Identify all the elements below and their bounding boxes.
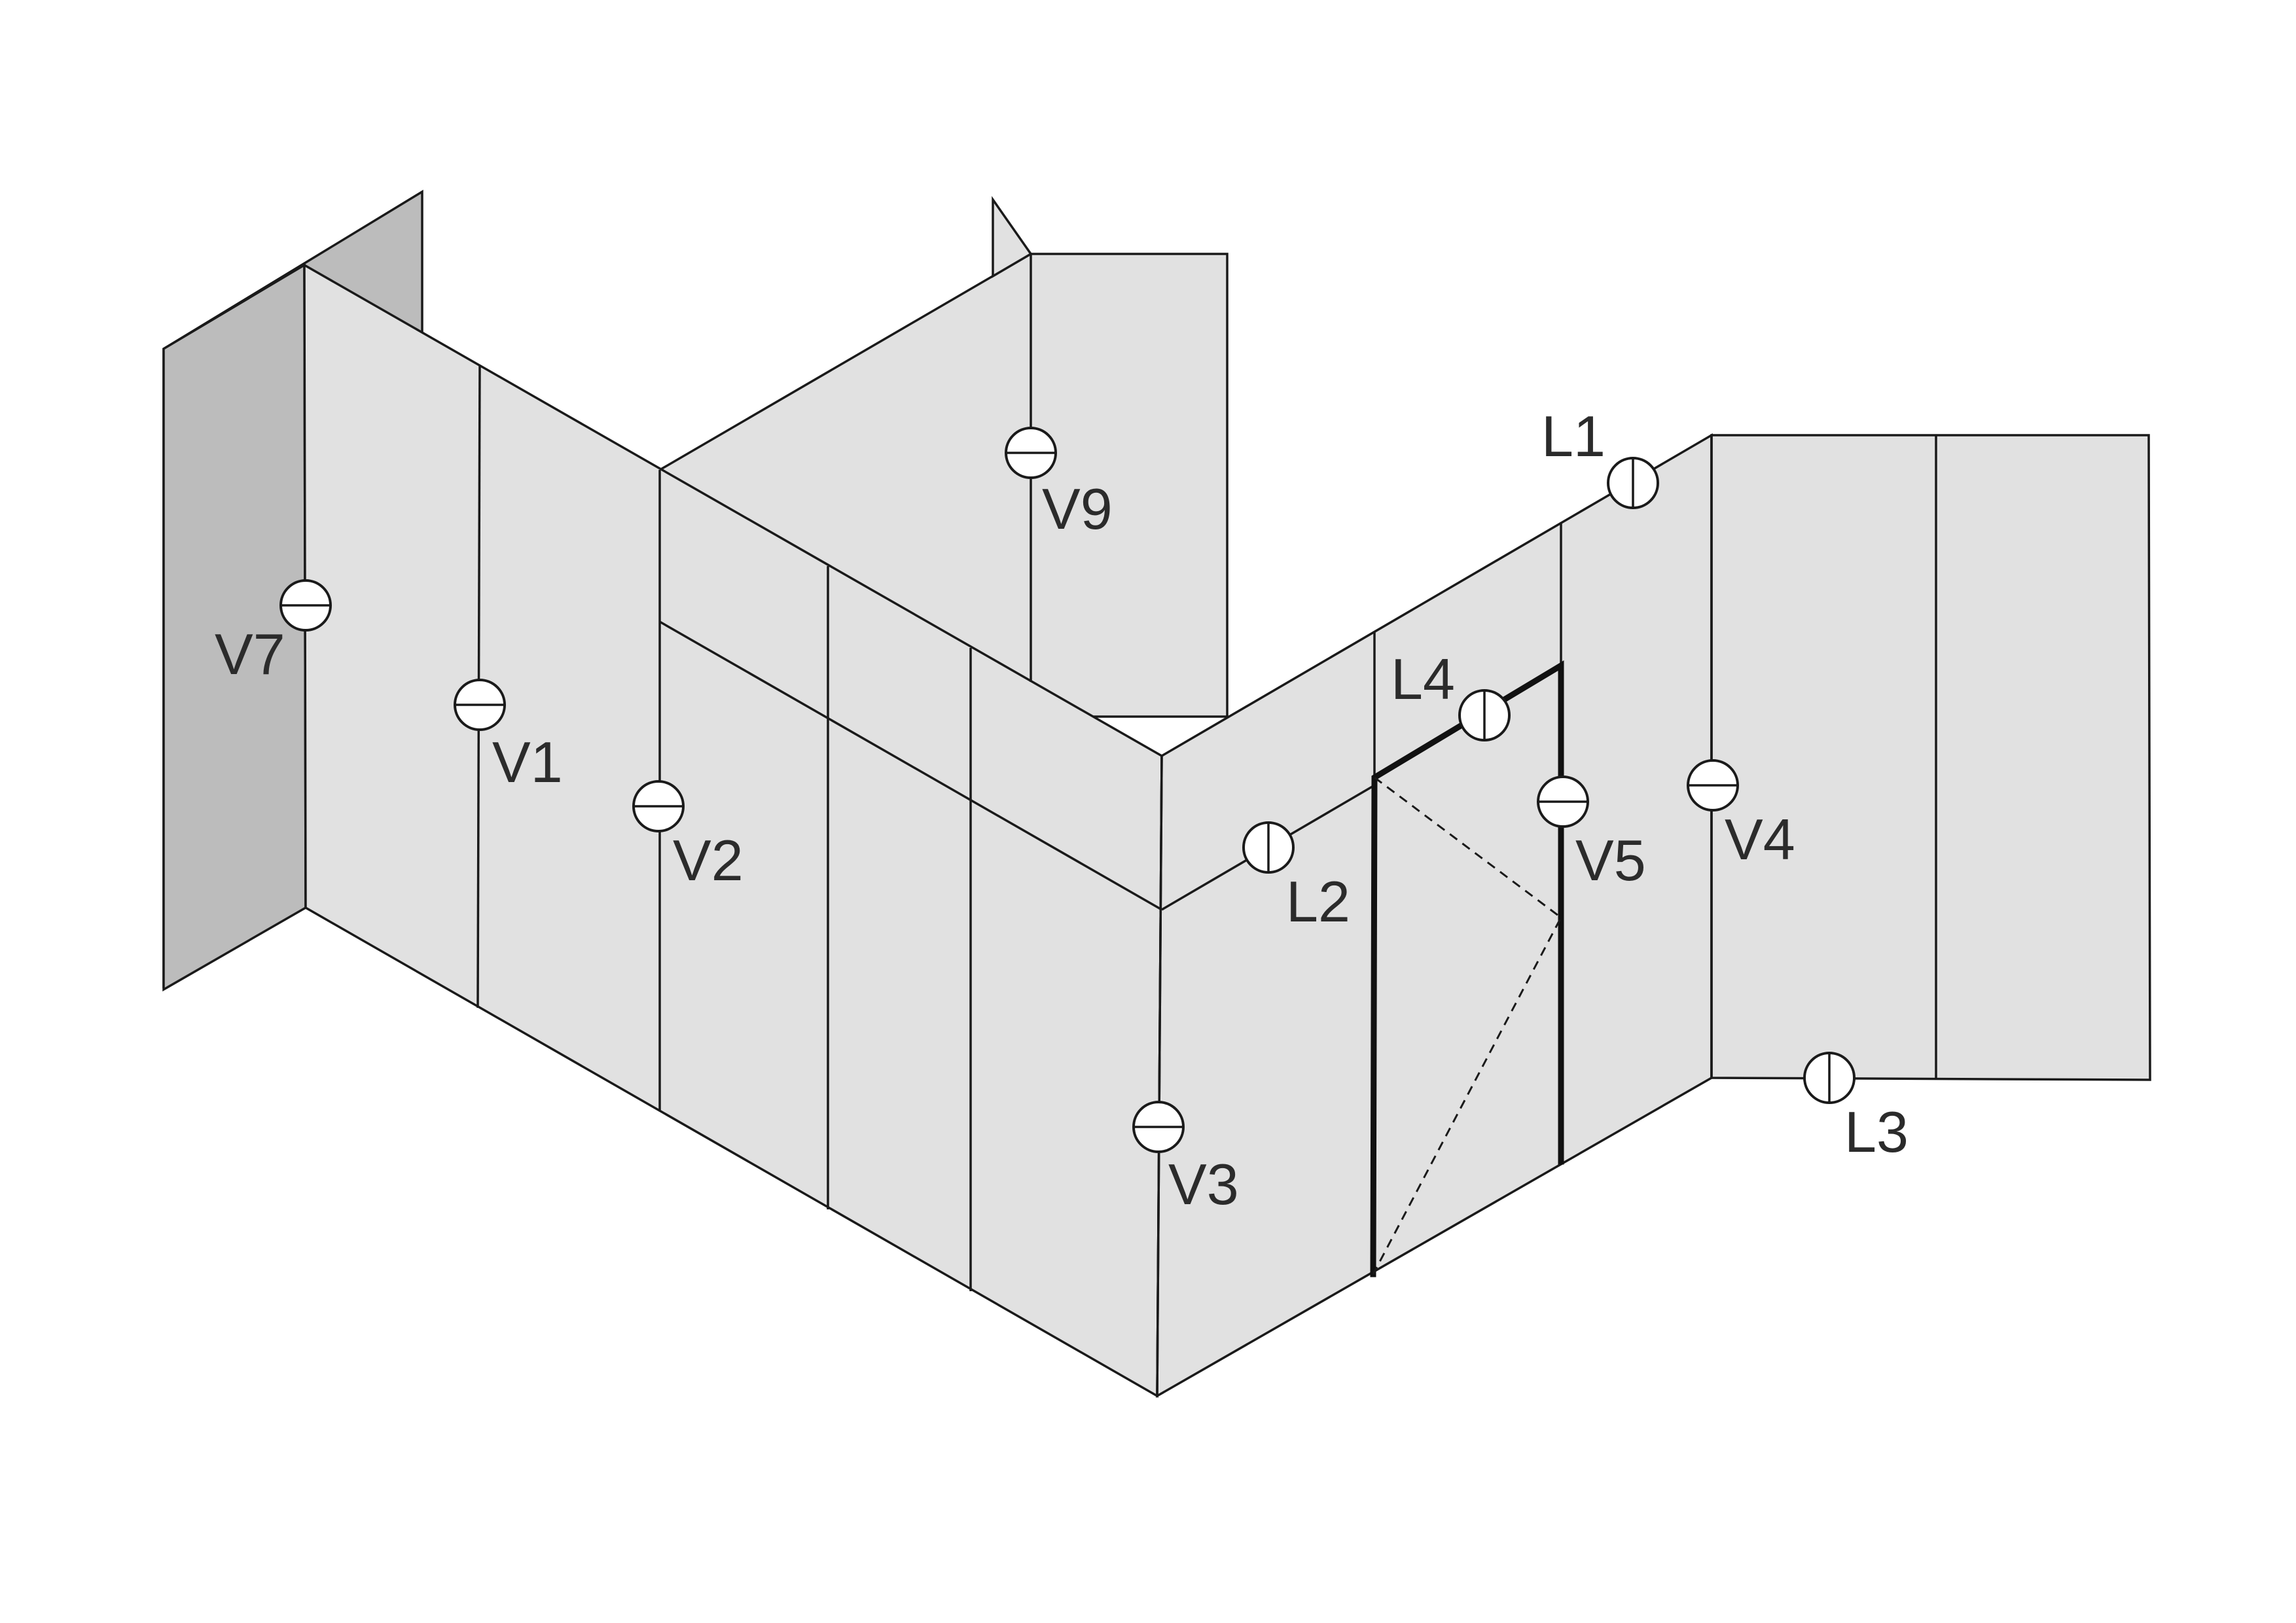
marker-v9: V9 xyxy=(1005,427,1113,541)
marker-label: V2 xyxy=(673,828,744,893)
marker-label: V1 xyxy=(492,730,563,794)
marker-v4: V4 xyxy=(1687,759,1795,872)
marker-label: V3 xyxy=(1168,1152,1239,1217)
marker-label: L2 xyxy=(1286,869,1350,934)
right-angled-wall xyxy=(1156,433,1713,1399)
marker-label: V9 xyxy=(1042,476,1113,541)
marker-l4: L4 xyxy=(1391,647,1511,741)
horizontal-rail xyxy=(659,620,1162,911)
marker-label: L3 xyxy=(1844,1099,1909,1164)
seam-v3 xyxy=(1156,755,1163,1397)
marker-label: V4 xyxy=(1725,807,1795,872)
marker-v1: V1 xyxy=(454,679,563,794)
marker-label: V5 xyxy=(1575,828,1646,893)
marker-v5: V5 xyxy=(1537,776,1646,893)
marker-label: L1 xyxy=(1541,404,1605,469)
marker-l3: L3 xyxy=(1803,1052,1909,1164)
marker-l2: L2 xyxy=(1242,821,1350,934)
marker-label: V7 xyxy=(215,622,285,687)
marker-l1: L1 xyxy=(1541,404,1659,509)
right-flat-wall xyxy=(1710,434,2151,1081)
back-flap xyxy=(992,196,1033,279)
marker-v2: V2 xyxy=(632,780,744,893)
marker-v3: V3 xyxy=(1132,1101,1239,1217)
marker-label: L4 xyxy=(1391,647,1455,711)
marker-v7: V7 xyxy=(215,579,332,687)
